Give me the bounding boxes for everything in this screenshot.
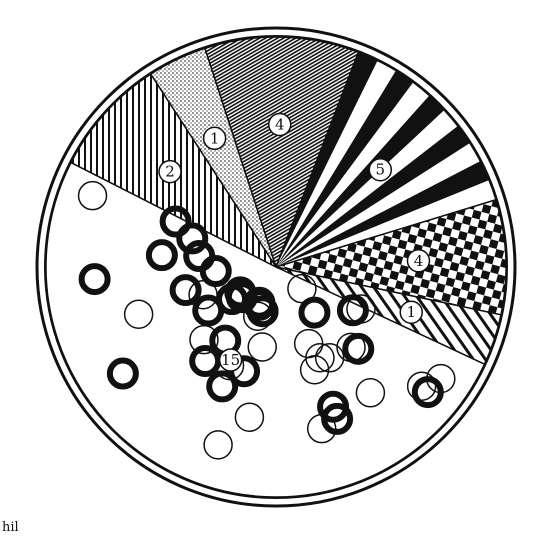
slice-label-2: 4 — [275, 115, 285, 133]
slice-label-4: 4 — [414, 252, 424, 270]
slice-label-6: 15 — [221, 351, 240, 369]
slice-label-5: 1 — [406, 303, 416, 321]
slice-label-3: 5 — [376, 161, 386, 179]
slice-label-7: 2 — [165, 163, 175, 181]
slice-label-1: 1 — [210, 129, 220, 147]
corner-text: hil — [2, 520, 19, 535]
